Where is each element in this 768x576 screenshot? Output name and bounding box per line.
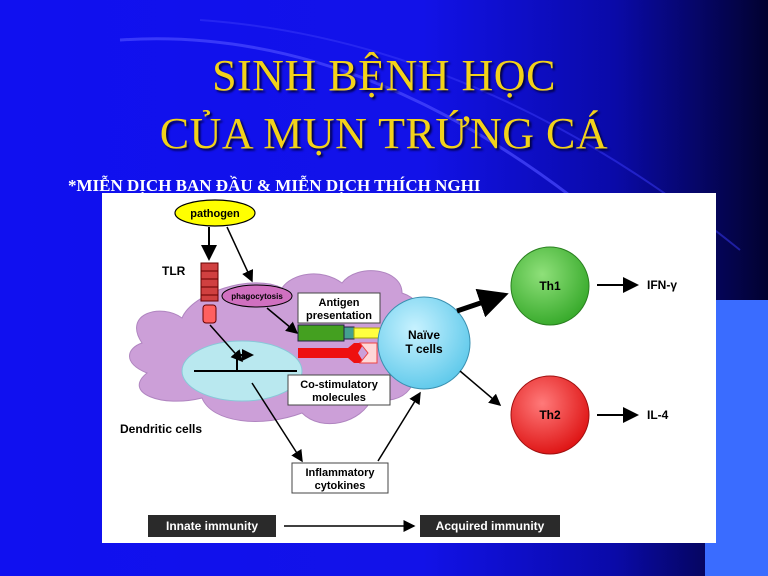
il4-label: IL-4 [647,408,669,422]
phagocytosis-label: phagocytosis [231,292,283,301]
arrow-naive-th1 [456,288,509,318]
antigen-presentation-box [297,292,381,324]
th2-node [510,375,590,455]
slide-title-line1: SINH BỆNH HỌC [212,51,556,100]
inflam-label-line2: cytokines [315,480,366,492]
naive-t-cells-node [377,296,471,390]
pathogen-node [174,199,256,227]
dendritic-cells-label: Dendritic cells [120,422,202,436]
th1-node [510,246,590,326]
tlr-receptor [200,262,219,302]
naive-label-line1: Naïve [408,328,440,342]
tlr-label: TLR [162,264,186,278]
innate-immunity-box [148,515,276,537]
costim-label-line2: molecules [312,392,366,404]
immunity-diagram: pathogen TLR phagocytosis Antigen presen… [120,199,677,537]
costim-label-line1: Co-stimulatory [300,379,379,391]
tlr-intracellular [202,304,217,324]
naive-label-line2: T cells [405,342,443,356]
th2-label: Th2 [539,408,561,422]
antigen-label-line2: presentation [306,310,372,322]
innate-immunity-label: Innate immunity [166,519,258,533]
phagocytosis-node [221,284,293,308]
inflammatory-cytokines-box [291,462,389,494]
costimulatory-molecule [298,343,364,363]
antigen-peptide [343,326,355,340]
tcr-receptor [353,327,381,339]
slide-title-line2: CỦA MỤN TRỨNG CÁ [159,109,609,158]
arrow-naive-th2 [459,370,502,406]
antigen-label-line1: Antigen [319,297,360,309]
inflam-label-line1: Inflammatory [305,467,375,479]
th1-label: Th1 [539,279,561,293]
mhc-molecule [297,324,345,342]
ifn-gamma-label: IFN-γ [647,278,677,292]
slide-subtitle: *MIỄN DỊCH BAN ĐẦU & MIỄN DỊCH THÍCH NGH… [68,176,481,195]
acquired-immunity-label: Acquired immunity [436,519,545,533]
diagram-panel: pathogen TLR phagocytosis Antigen presen… [102,193,716,543]
pathogen-label: pathogen [190,208,240,220]
costimulatory-box [287,374,391,406]
acquired-immunity-box [420,515,560,537]
